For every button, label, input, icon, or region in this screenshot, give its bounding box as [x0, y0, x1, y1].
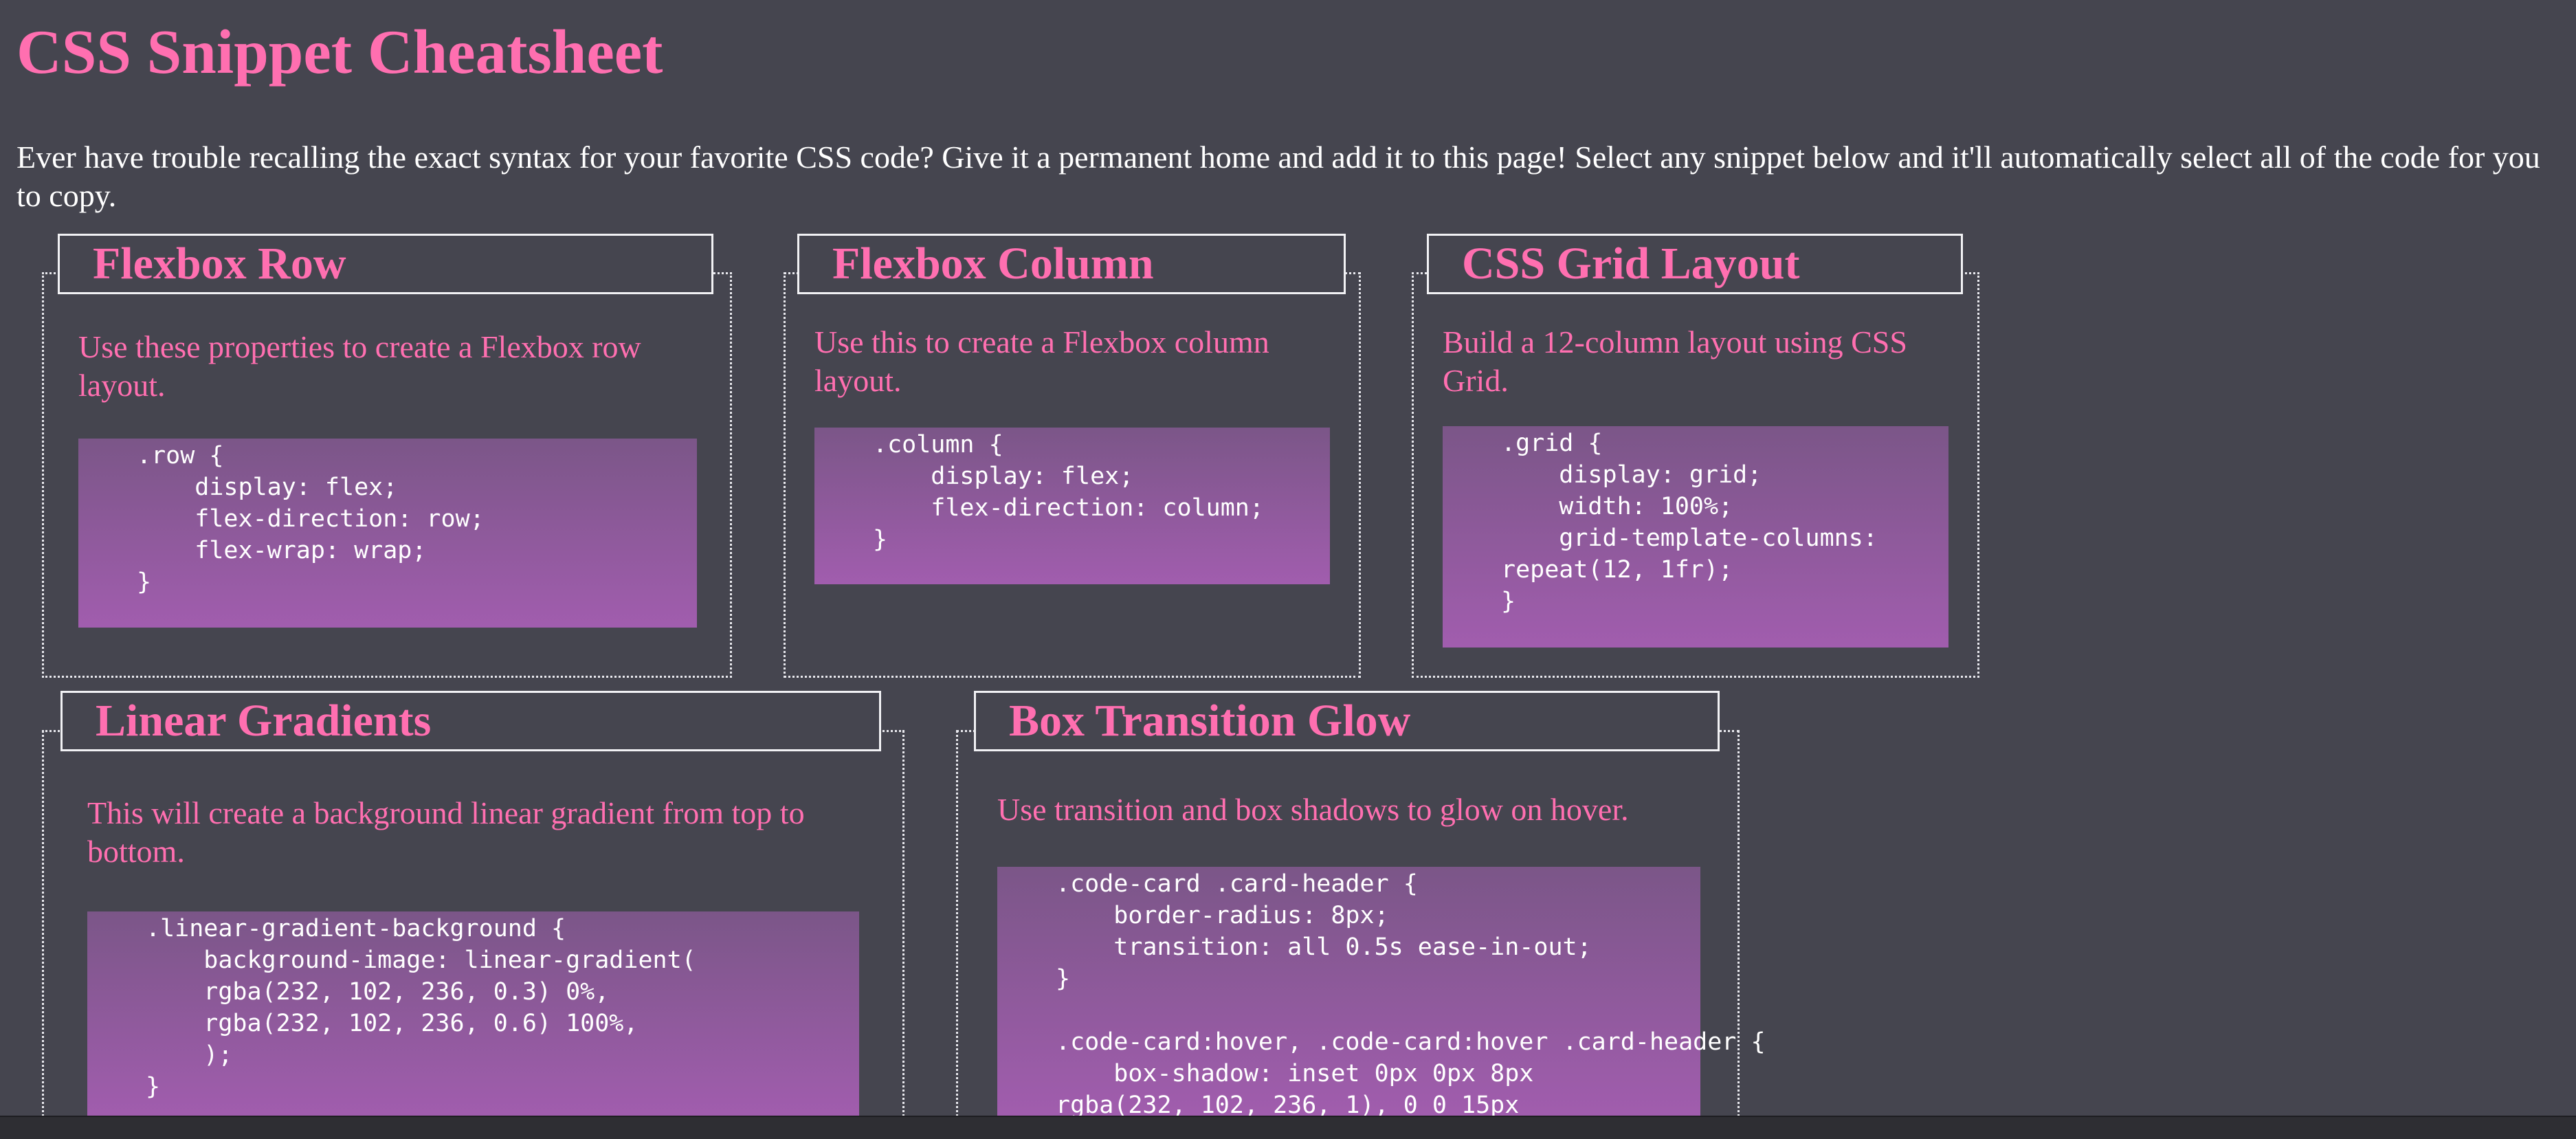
card-header-flexbox-column: Flexbox Column [797, 234, 1346, 294]
intro-text: Ever have trouble recalling the exact sy… [16, 140, 2540, 213]
window-bottom-bar [0, 1116, 2576, 1139]
card-title: CSS Grid Layout [1462, 239, 1800, 289]
code-snippet-flexbox-row[interactable]: .row { display: flex; flex-direction: ro… [78, 439, 697, 628]
code-snippet-css-grid[interactable]: .grid { display: grid; width: 100%; grid… [1443, 426, 1948, 648]
card-description: Use these properties to create a Flexbox… [78, 329, 641, 403]
card-header-box-transition-glow: Box Transition Glow [974, 691, 1720, 751]
page-title: CSS Snippet Cheatsheet [16, 17, 663, 87]
card-description: Use this to create a Flexbox column layo… [814, 324, 1269, 398]
code-snippet-flexbox-column[interactable]: .column { display: flex; flex-direction:… [814, 428, 1330, 584]
code-snippet-linear-gradients[interactable]: .linear-gradient-background { background… [87, 911, 859, 1118]
card-header-css-grid: CSS Grid Layout [1427, 234, 1963, 294]
card-title: Flexbox Column [832, 239, 1154, 289]
code-snippet-box-transition-glow[interactable]: .code-card .card-header { border-radius:… [997, 867, 1766, 1119]
card-title: Flexbox Row [93, 239, 346, 289]
card-description: Use transition and box shadows to glow o… [997, 792, 1629, 827]
card-description: This will create a background linear gra… [87, 795, 805, 869]
card-header-flexbox-row: Flexbox Row [58, 234, 713, 294]
card-header-linear-gradients: Linear Gradients [60, 691, 881, 751]
card-title: Linear Gradients [96, 696, 432, 746]
card-title: Box Transition Glow [1009, 696, 1411, 746]
card-description: Build a 12-column layout using CSS Grid. [1443, 324, 1907, 398]
